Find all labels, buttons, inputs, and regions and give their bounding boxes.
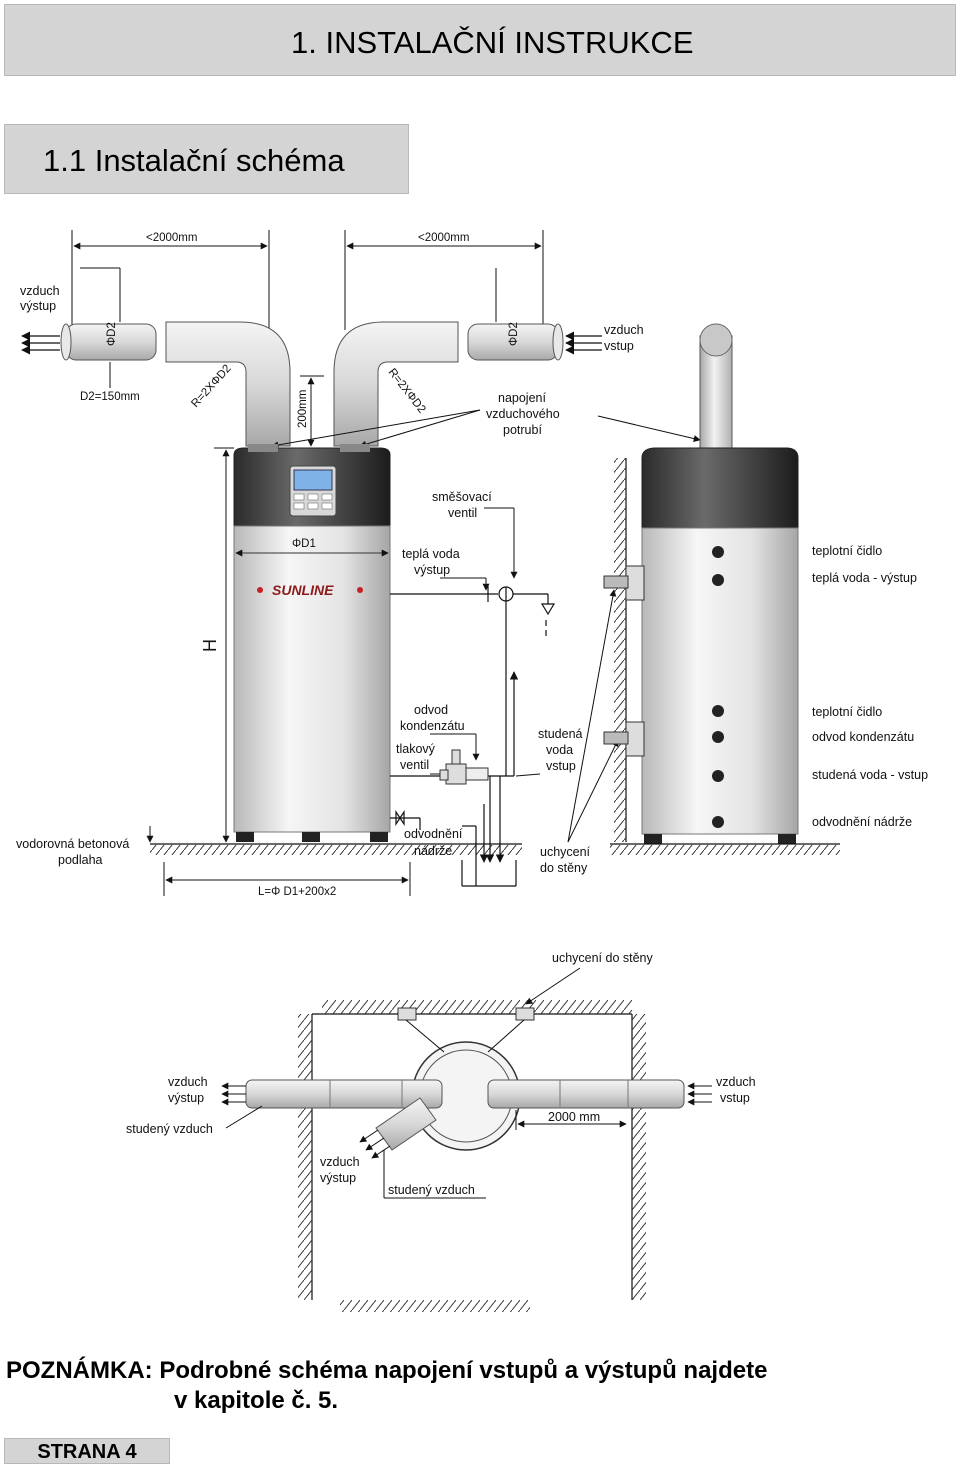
dimension-left: <2000mm [146,232,197,244]
brand-dot-right [357,587,363,593]
pressure-valve-fitting [439,749,489,785]
heat-pump-unit-front [233,444,391,842]
condensate-drain-2: kondenzátu [400,719,465,733]
side-label-1: teplotní čidlo [812,544,882,558]
top-wall-mount: uchycení do stěny [552,951,654,965]
note-line-2: v kapitole č. 5. [174,1387,339,1414]
side-label-3: teplotní čidlo [812,705,882,719]
installation-note: POZNÁMKA: Podrobné schéma napojení vstup… [6,1356,767,1416]
air-in-label-2: vstup [604,339,634,353]
pressure-valve-2: ventil [400,758,429,772]
mixing-valve-1: směšovací [432,490,492,504]
brand-dot-left [257,587,263,593]
air-in-label-1: vzduch [604,323,644,337]
pipe-left-elbow [165,321,291,447]
pipe-label-left: ΦD2 [106,322,118,346]
air-pipe-connection-3: potrubí [503,423,542,437]
tank-drain-1: odvodnění [404,827,463,841]
page-number-label: STRANA 4 [4,1438,170,1464]
pipe-label-right: ΦD2 [508,322,520,346]
top-air-out-bottom-1: vzduch [320,1155,360,1169]
tank-drain-2: nádrže [414,844,452,858]
wall-mount-2: do stěny [540,861,588,875]
subsection-header: 1.1 Instalační schéma [4,124,409,194]
pressure-valve-1: tlakový [396,742,436,756]
wall-mount-1: uchycení [540,845,591,859]
side-label-5: studená voda - vstup [812,768,928,782]
bend-radius-right: R=2XΦD2 [386,366,428,415]
hot-water-out-1: teplá voda [402,547,460,561]
bend-radius-left: R=2XΦD2 [189,363,233,410]
cold-water-in-3: vstup [546,759,576,773]
hot-water-out-2: výstup [414,563,450,577]
floor-hatch [150,845,522,855]
cold-water-in-1: studená [538,727,583,741]
top-air-out-2: výstup [168,1091,204,1105]
pipe-left-horizontal [60,323,157,361]
top-air-in-2: vstup [720,1091,750,1105]
pipe-right-elbow [333,321,459,447]
plan-view [221,1000,712,1312]
note-line-1: POZNÁMKA: Podrobné schéma napojení vstup… [6,1357,768,1384]
dimension-lines-top [71,230,544,330]
subsection-title: 1.1 Instalační schéma [43,143,345,178]
top-cold-air-bottom: studený vzduch [388,1183,475,1197]
side-label-2: teplá voda - výstup [812,571,917,585]
air-in-arrows-right [565,331,602,355]
concrete-floor-2: podlaha [58,853,103,867]
d2-spec: D2=150mm [80,391,140,403]
height-label: H [200,639,220,652]
top-air-out-1: vzduch [168,1075,208,1089]
concrete-floor-1: vodorovná betonová [16,837,129,851]
mixing-valve-2: ventil [448,506,477,520]
top-air-in-1: vzduch [716,1075,756,1089]
top-cold-air: studený vzduch [126,1122,213,1136]
side-label-6: odvodnění nádrže [812,815,912,829]
condensate-drain-1: odvod [414,703,448,717]
air-out-arrows-left [21,331,60,355]
air-out-label-1: vzduch [20,284,60,298]
section-title: 1. INSTALAČNÍ INSTRUKCE [291,25,694,60]
cold-water-in-2: voda [546,743,573,757]
top-dimension: 2000 mm [548,1110,600,1124]
air-pipe-connection-1: napojení [498,391,546,405]
dimension-right: <2000mm [418,232,469,244]
length-formula: L=Φ D1+200x2 [258,886,336,898]
top-air-out-bottom-2: výstup [320,1171,356,1185]
air-pipe-connection-2: vzduchového [486,407,560,421]
dimension-200: 200mm [297,390,309,428]
section-header: 1. INSTALAČNÍ INSTRUKCE [4,4,956,76]
pipe-right-horizontal [467,323,564,361]
diameter-label: ΦD1 [292,538,316,550]
wall-side [603,458,840,855]
brand-logo: SUNLINE [272,582,334,598]
air-out-label-2: výstup [20,299,56,313]
heat-pump-unit-side [641,323,799,844]
plumbing-lines [390,586,556,887]
side-label-4: odvod kondenzátu [812,730,914,744]
